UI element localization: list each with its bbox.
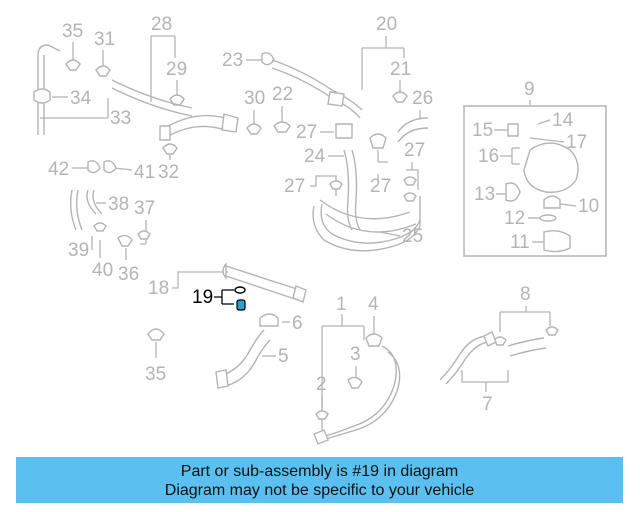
callout-35-bottom[interactable]: 35	[145, 364, 166, 385]
callout-24[interactable]: 24	[304, 146, 326, 167]
callout-12[interactable]: 12	[504, 208, 525, 229]
callout-36[interactable]: 36	[118, 264, 139, 285]
callout-3[interactable]: 3	[350, 344, 361, 365]
clamp-icon	[162, 143, 178, 155]
callout-16[interactable]: 16	[478, 146, 499, 167]
callout-31[interactable]: 31	[94, 29, 115, 50]
callout-27-c[interactable]: 27	[284, 176, 305, 197]
callout-23[interactable]: 23	[222, 50, 243, 71]
callout-39[interactable]: 39	[68, 240, 89, 261]
callout-34[interactable]: 34	[70, 88, 92, 109]
callout-38[interactable]: 38	[108, 194, 129, 215]
callout-7[interactable]: 7	[482, 394, 493, 415]
callout-9[interactable]: 9	[524, 79, 535, 100]
lower-hose-icon	[317, 345, 401, 441]
clamp-icon	[261, 52, 275, 66]
callout-41[interactable]: 41	[134, 162, 155, 183]
hose-icon	[219, 329, 271, 387]
leader-19	[214, 289, 234, 305]
callout-29[interactable]: 29	[166, 59, 187, 80]
callout-33[interactable]: 33	[110, 108, 131, 129]
callout-21[interactable]: 21	[390, 59, 411, 80]
callout-26[interactable]: 26	[412, 88, 433, 109]
callout-27-d[interactable]: 27	[404, 140, 425, 161]
callout-27-a[interactable]: 27	[296, 122, 317, 143]
callout-18[interactable]: 18	[148, 278, 169, 299]
callout-30[interactable]: 30	[244, 88, 265, 109]
callout-5[interactable]: 5	[278, 346, 289, 367]
callout-37[interactable]: 37	[134, 198, 155, 219]
callout-32[interactable]: 32	[158, 162, 179, 183]
callout-13[interactable]: 13	[474, 184, 495, 205]
plug-19-icon	[236, 299, 246, 311]
callout-11[interactable]: 11	[510, 232, 530, 253]
clamp-icon	[169, 94, 185, 106]
callout-27-b[interactable]: 27	[370, 176, 391, 197]
banner-line-2: Diagram may not be specific to your vehi…	[164, 482, 475, 499]
hose-icon	[439, 335, 489, 385]
callout-6[interactable]: 6	[292, 313, 303, 334]
clamp-icon	[95, 65, 111, 77]
callout-8[interactable]: 8	[520, 284, 531, 305]
info-banner: Part or sub-assembly is #19 in diagram D…	[16, 457, 623, 503]
thermostat-assembly-box	[463, 105, 607, 257]
gasket-19-icon	[234, 286, 246, 294]
callout-14[interactable]: 14	[552, 110, 574, 131]
callout-2[interactable]: 2	[316, 374, 327, 395]
callout-20[interactable]: 20	[376, 14, 397, 35]
hose-icon	[69, 189, 83, 231]
clamp-icon	[259, 313, 279, 327]
callout-25[interactable]: 25	[402, 226, 423, 247]
callout-4[interactable]: 4	[368, 294, 379, 315]
clamp-icon	[392, 91, 408, 103]
banner-line-1: Part or sub-assembly is #19 in diagram	[180, 463, 459, 480]
clamp-icon	[147, 328, 165, 341]
callout-19[interactable]: 19	[192, 287, 213, 308]
callout-35-top[interactable]: 35	[62, 21, 83, 42]
radiator-hose-icon	[312, 196, 421, 252]
callout-22[interactable]: 22	[272, 84, 293, 105]
callout-40[interactable]: 40	[92, 260, 113, 281]
callout-1[interactable]: 1	[336, 294, 347, 315]
callout-15[interactable]: 15	[472, 120, 493, 141]
callout-10[interactable]: 10	[578, 196, 599, 217]
callout-17[interactable]: 17	[566, 132, 587, 153]
callout-28[interactable]: 28	[151, 14, 172, 35]
pipe-icon	[225, 265, 301, 301]
callout-42[interactable]: 42	[48, 159, 69, 180]
clamp-icon	[65, 59, 81, 71]
clamp-icon	[87, 160, 101, 174]
thermostat-housing-icon	[523, 142, 579, 193]
hose-icon	[111, 79, 193, 117]
